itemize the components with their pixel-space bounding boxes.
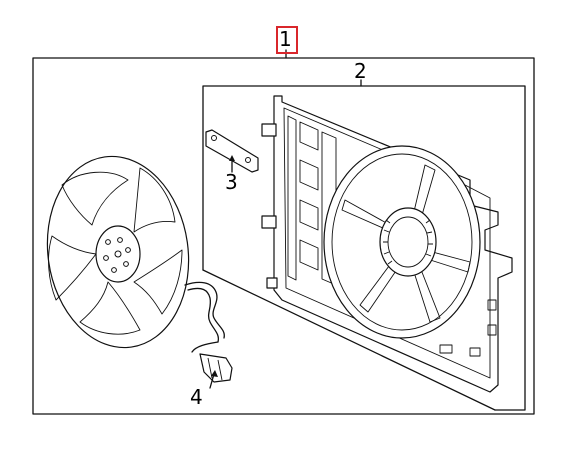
shroud-ring-inner <box>331 153 473 331</box>
fan-hub-hole-1 <box>105 239 111 245</box>
bracket-hole-1 <box>211 135 217 141</box>
bracket <box>205 129 259 173</box>
wire-harness <box>184 281 233 389</box>
callout-3-label[interactable]: 3 <box>225 170 238 194</box>
slat-window-1 <box>299 121 319 151</box>
harness-wire-2 <box>187 287 220 343</box>
slat-1 <box>287 115 297 281</box>
shroud-group-diagonal <box>202 269 496 411</box>
slat-window-3 <box>299 199 319 231</box>
frame-slot-2 <box>487 324 497 336</box>
frame-slot-4 <box>439 344 453 354</box>
wire-connector <box>199 353 233 383</box>
bracket-hole-2 <box>245 157 251 163</box>
fan-blade-3 <box>133 249 183 315</box>
fan-hub-hole-2 <box>117 237 123 243</box>
fan-blade-4 <box>79 281 141 335</box>
fan-hub-hole-5 <box>111 267 117 273</box>
fan-blade-2 <box>133 167 176 233</box>
assembly-outline <box>32 57 535 415</box>
callout-3-arrow <box>229 155 235 161</box>
callout-1-label[interactable]: 1 <box>279 27 292 51</box>
callout-4-arrow <box>211 370 218 377</box>
fan-hub-center <box>114 250 122 258</box>
mount-tab-middle <box>261 215 277 229</box>
fan-shroud <box>261 95 513 393</box>
mount-tab-bottom <box>266 277 278 289</box>
hub-ribs <box>383 219 433 265</box>
connector-ribs <box>207 357 223 381</box>
callout-4-leader <box>209 373 215 389</box>
shroud-group-outline <box>202 85 526 411</box>
slat-window-4 <box>299 239 319 271</box>
fan-hub-hole-6 <box>103 255 109 261</box>
slat-window-2 <box>299 159 319 191</box>
harness-wire-1 <box>184 281 225 339</box>
fan-blade-5 <box>48 235 97 301</box>
fan-hub-hole-4 <box>123 261 129 267</box>
motor-hub-outer <box>379 207 437 277</box>
frame-slot-3 <box>469 347 481 357</box>
mount-tab-top <box>261 123 277 137</box>
bracket-plate <box>205 129 259 173</box>
harness-wire-3 <box>191 341 219 353</box>
callout-2-label[interactable]: 2 <box>354 59 367 83</box>
fan-blade-1 <box>61 171 129 226</box>
callout-1-highlight <box>276 26 298 54</box>
callout-4-label[interactable]: 4 <box>190 385 203 409</box>
fan-blade <box>46 155 190 349</box>
fan-hub-hole-3 <box>125 247 131 253</box>
frame-slot-1 <box>487 299 497 311</box>
